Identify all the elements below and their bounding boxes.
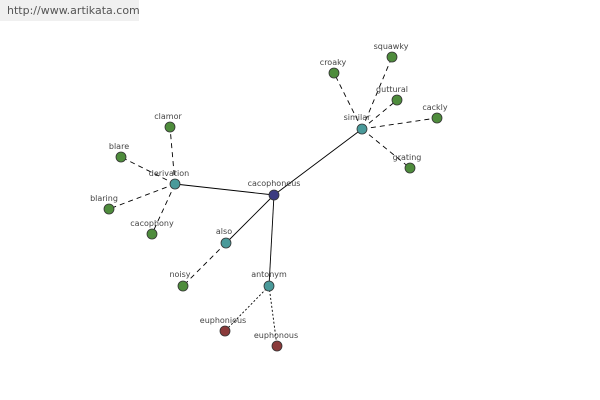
node-also[interactable]: also [216,227,232,249]
node-label-euphonous: euphonous [254,331,298,340]
node-marker-derivation[interactable] [169,178,181,190]
node-euphonious[interactable]: euphonious [200,316,246,337]
source-url-link[interactable]: http://www.artikata.com [0,0,140,21]
edge-derivation-blare [120,156,176,185]
node-marker-euphonious[interactable] [219,325,231,337]
node-cacophoneus[interactable]: cacophoneus [248,179,301,201]
node-label-guttural: guttural [376,85,408,94]
node-marker-croaky[interactable] [328,67,340,79]
node-label-also: also [216,227,232,236]
node-marker-squawky[interactable] [386,51,398,63]
edge-derivation-clamor [169,126,176,185]
node-antonym[interactable]: antonym [251,270,287,292]
node-label-cackly: cackly [422,103,448,112]
node-marker-cacophony[interactable] [146,228,158,240]
edge-cacophoneus-similar [273,128,363,196]
edge-derivation-cacophony [151,183,176,235]
node-label-antonym: antonym [251,270,287,279]
node-label-cacophoneus: cacophoneus [248,179,301,188]
node-cackly[interactable]: cackly [422,103,448,124]
node-marker-antonym[interactable] [263,280,275,292]
node-blare[interactable]: blare [109,142,129,163]
node-label-croaky: croaky [320,58,347,67]
edge-derivation-blaring [108,183,176,210]
node-marker-euphonous[interactable] [271,340,283,352]
edge-similar-guttural [361,99,398,130]
node-blaring[interactable]: blaring [90,194,118,215]
node-guttural[interactable]: guttural [376,85,408,106]
node-croaky[interactable]: croaky [320,58,347,79]
node-derivation[interactable]: derivation [149,169,189,190]
node-label-cacophony: cacophony [130,219,174,228]
node-marker-blare[interactable] [115,151,127,163]
nodes-layer: cacophoneus similar derivation also antonym c… [90,42,448,352]
node-noisy[interactable]: noisy [169,270,191,292]
edge-similar-grating [361,128,411,169]
node-marker-noisy[interactable] [177,280,189,292]
node-squawky[interactable]: squawky [374,42,409,63]
node-clamor[interactable]: clamor [154,112,182,133]
node-label-blare: blare [109,142,129,151]
node-marker-also[interactable] [220,237,232,249]
node-label-blaring: blaring [90,194,118,203]
edge-cacophoneus-also [225,194,275,244]
node-label-euphonious: euphonious [200,316,246,325]
node-grating[interactable]: grating [393,153,422,174]
edge-similar-croaky [333,72,363,130]
node-euphonous[interactable]: euphonous [254,331,298,352]
node-marker-similar[interactable] [356,123,368,135]
edge-similar-squawky [361,56,393,130]
node-label-derivation: derivation [149,169,189,178]
edge-also-noisy [182,242,227,287]
edge-cacophoneus-antonym [268,194,275,287]
node-marker-grating[interactable] [404,162,416,174]
node-label-noisy: noisy [169,270,190,279]
node-cacophony[interactable]: cacophony [130,219,174,240]
edge-antonym-euphonious [224,285,270,332]
node-marker-cacophoneus[interactable] [268,189,280,201]
edge-cacophoneus-derivation [174,183,275,196]
node-label-grating: grating [393,153,422,162]
node-marker-blaring[interactable] [103,203,115,215]
node-similar[interactable]: similar [344,113,372,135]
node-label-clamor: clamor [154,112,182,121]
node-label-squawky: squawky [374,42,409,51]
node-label-similar: similar [344,113,372,122]
node-marker-guttural[interactable] [391,94,403,106]
edges-layer [108,56,438,347]
node-marker-clamor[interactable] [164,121,176,133]
node-marker-cackly[interactable] [431,112,443,124]
edge-similar-cackly [361,117,438,130]
